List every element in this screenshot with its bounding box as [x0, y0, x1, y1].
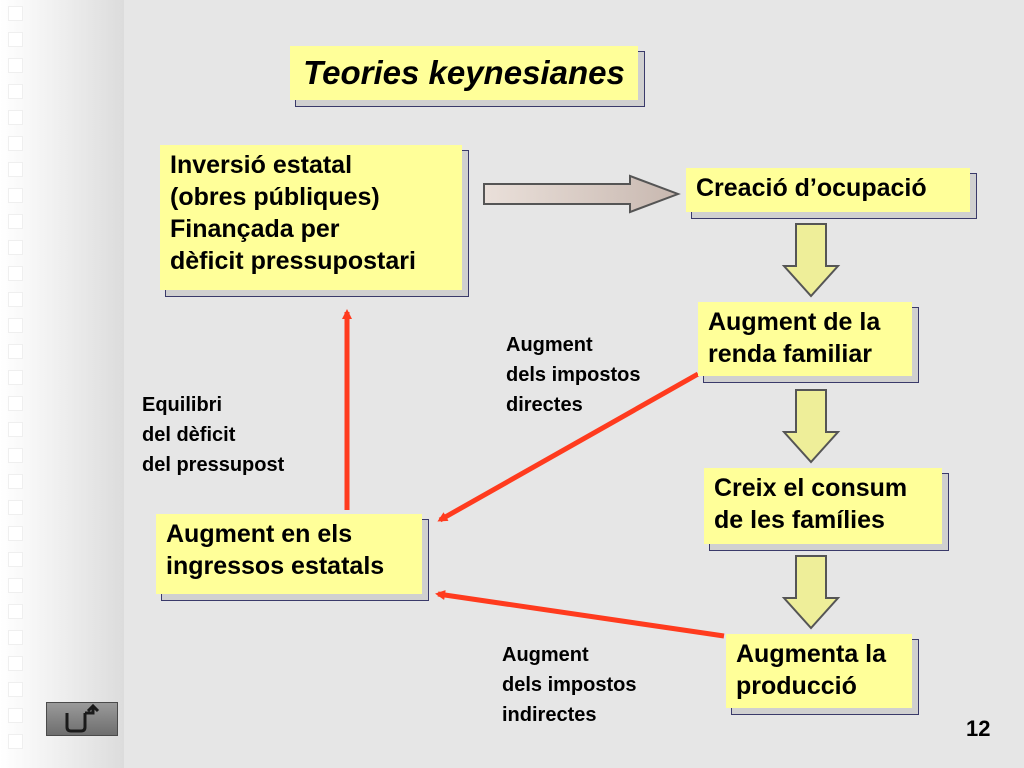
box-line: renda familiar — [708, 340, 872, 368]
decorative-square — [8, 396, 23, 411]
decorative-square — [8, 708, 23, 723]
label-line: del pressupost — [142, 454, 285, 476]
decorative-square — [8, 344, 23, 359]
decorative-square — [8, 292, 23, 307]
decorative-square — [8, 682, 23, 697]
decorative-square — [8, 500, 23, 515]
decorative-square — [8, 734, 23, 749]
box-augment-renda: Augment de la renda familiar — [698, 302, 912, 376]
decorative-square — [8, 266, 23, 281]
red-arrow-indirectes — [435, 590, 725, 639]
block-arrow-down-1 — [781, 223, 841, 298]
box-augment-ingressos: Augment en els ingressos estatals — [156, 514, 422, 594]
label-line: Augment — [506, 334, 593, 356]
decorative-square — [8, 422, 23, 437]
decorative-square — [8, 136, 23, 151]
label-line: indirectes — [502, 704, 597, 726]
block-arrow-down-3 — [781, 555, 841, 630]
page-title: Teories keynesianes — [290, 46, 638, 100]
decorative-square — [8, 656, 23, 671]
decorative-square — [8, 474, 23, 489]
return-nav-button[interactable] — [46, 702, 118, 736]
decorative-square — [8, 58, 23, 73]
decorative-square — [8, 162, 23, 177]
box-line: ingressos estatals — [166, 552, 385, 580]
box-line: Finançada per — [170, 215, 340, 243]
label-line: del dèficit — [142, 424, 236, 446]
decorative-square — [8, 526, 23, 541]
block-arrow-right — [483, 174, 681, 214]
block-arrow-down-2 — [781, 389, 841, 464]
label-line: Equilibri — [142, 394, 222, 416]
return-icon — [65, 703, 100, 733]
label-line: Augment — [502, 644, 589, 666]
decorative-square — [8, 578, 23, 593]
label-equilibri: Equilibri del dèficit del pressupost — [142, 390, 284, 480]
label-impostos-indirectes: Augment dels impostos indirectes — [502, 640, 636, 730]
box-line: producció — [736, 672, 857, 700]
page-number: 12 — [966, 716, 991, 741]
decorative-square — [8, 448, 23, 463]
decorative-square — [8, 214, 23, 229]
box-line: (obres públiques) — [170, 183, 380, 211]
decorative-square — [8, 110, 23, 125]
left-decorative-band — [0, 0, 124, 768]
box-line: de les famílies — [714, 506, 885, 534]
box-line: Augmenta la — [736, 640, 887, 668]
decorative-square — [8, 318, 23, 333]
decorative-square — [8, 370, 23, 385]
label-line: directes — [506, 394, 583, 416]
decorative-square — [8, 240, 23, 255]
decorative-square — [8, 84, 23, 99]
box-line: Augment en els — [166, 520, 353, 548]
label-line: dels impostos — [502, 674, 637, 696]
decorative-square — [8, 32, 23, 47]
decorative-square — [8, 604, 23, 619]
box-inversio-estatal: Inversió estatal (obres públiques) Finan… — [160, 145, 462, 290]
red-arrow-directes — [437, 371, 700, 523]
box-line: Augment de la — [708, 308, 881, 336]
box-line: dèficit pressupostari — [170, 247, 416, 275]
box-creacio-ocupacio: Creació d’ocupació — [686, 168, 970, 212]
box-augmenta-produccio: Augmenta la producció — [726, 634, 912, 708]
decorative-square — [8, 188, 23, 203]
decorative-square — [8, 552, 23, 567]
label-line: dels impostos — [506, 364, 641, 386]
box-line: Creació d’ocupació — [696, 174, 927, 202]
box-line: Creix el consum — [714, 474, 908, 502]
box-line: Inversió estatal — [170, 151, 353, 179]
decorative-square — [8, 630, 23, 645]
decorative-square — [8, 6, 23, 21]
box-creix-consum: Creix el consum de les famílies — [704, 468, 942, 544]
label-impostos-directes: Augment dels impostos directes — [506, 330, 640, 420]
